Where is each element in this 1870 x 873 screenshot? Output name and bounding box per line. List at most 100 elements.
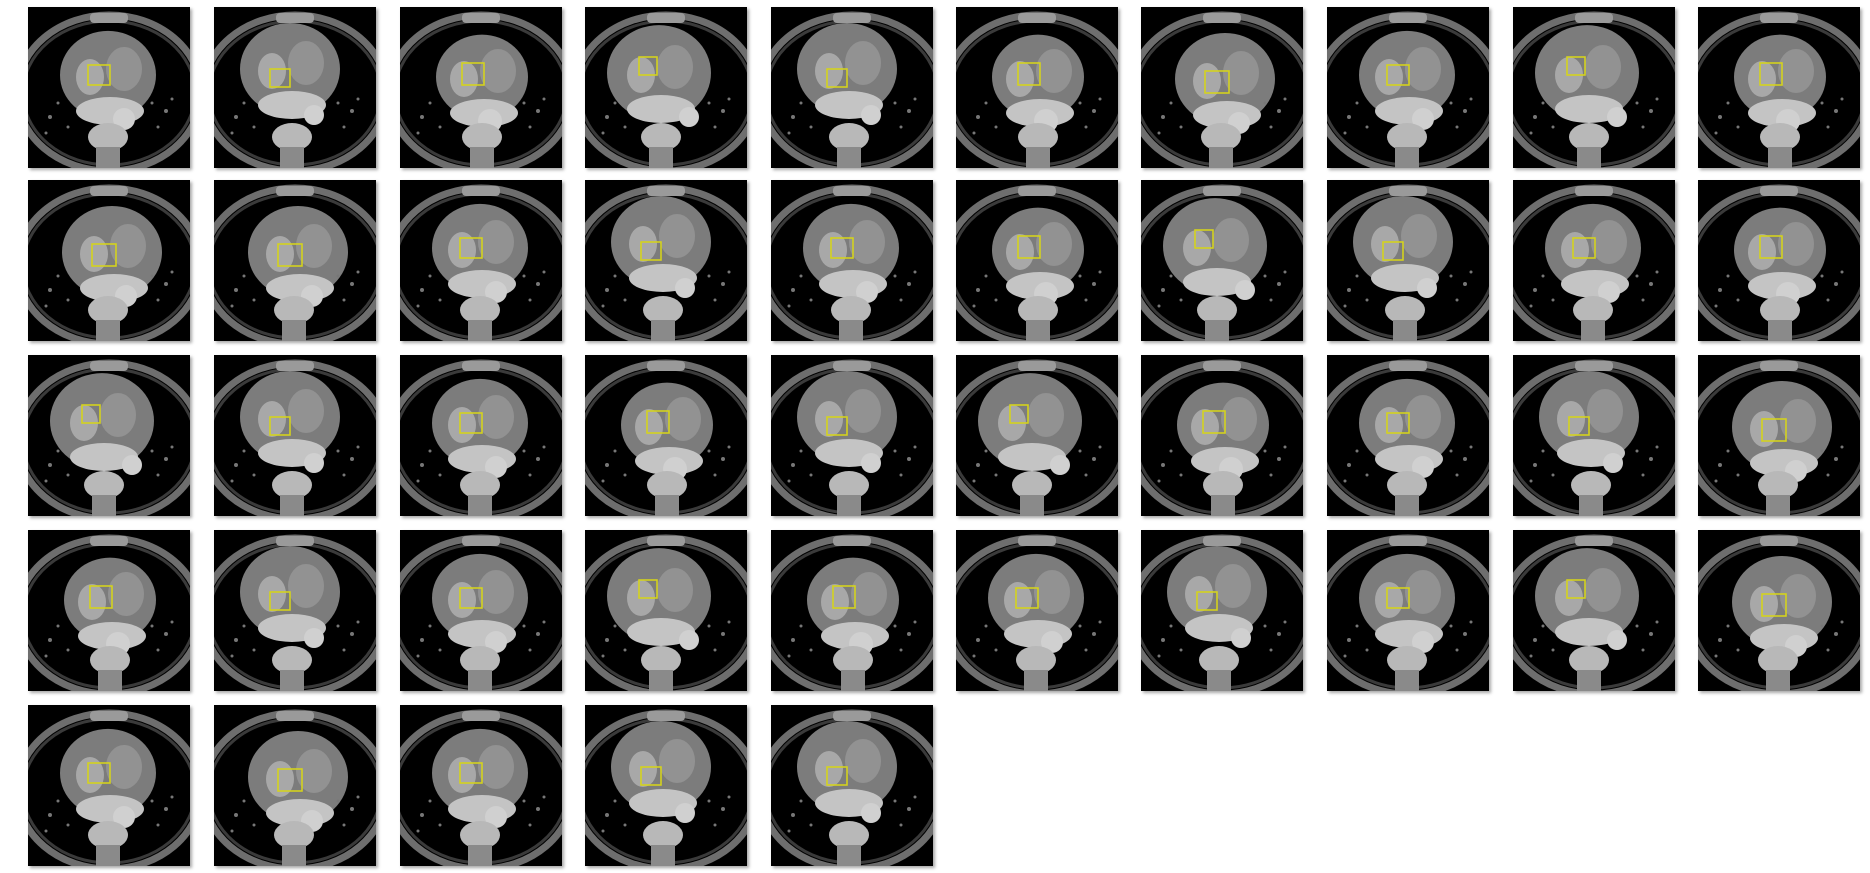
ct-slice-thumbnail: [1513, 180, 1675, 341]
ct-slice-image: [585, 184, 747, 341]
roi-box: [1196, 591, 1218, 611]
ct-slice-thumbnail: [28, 7, 190, 168]
ct-slice-thumbnail: [1141, 7, 1303, 168]
roi-box: [1759, 62, 1783, 86]
roi-box: [1566, 56, 1586, 76]
ct-slice-image: [1141, 359, 1303, 516]
roi-box: [1204, 70, 1230, 94]
ct-slice-image: [1327, 11, 1489, 168]
roi-box: [640, 766, 662, 786]
roi-box: [830, 237, 854, 259]
ct-slice-thumbnail: [1513, 355, 1675, 516]
roi-box: [87, 762, 111, 784]
ct-slice-thumbnail: [214, 355, 376, 516]
ct-slice-image: [956, 184, 1118, 341]
ct-slice-thumbnail: [400, 705, 562, 866]
ct-slice-image: [1513, 534, 1675, 691]
roi-box: [1386, 412, 1410, 434]
roi-box: [269, 416, 291, 436]
ct-slice-thumbnail: [1513, 7, 1675, 168]
ct-slice-image: [28, 534, 190, 691]
ct-slice-image: [585, 709, 747, 866]
ct-slice-image: [400, 11, 562, 168]
roi-box: [1017, 62, 1041, 86]
roi-box: [826, 416, 848, 436]
ct-slice-image: [1513, 184, 1675, 341]
ct-slice-image: [956, 11, 1118, 168]
ct-slice-thumbnail: [400, 355, 562, 516]
roi-box: [269, 591, 291, 611]
roi-box: [269, 68, 291, 88]
roi-box: [1386, 587, 1410, 609]
ct-slice-thumbnail: [1698, 355, 1860, 516]
ct-slice-image: [956, 534, 1118, 691]
roi-box: [87, 64, 111, 86]
roi-box: [1017, 235, 1041, 259]
ct-slice-image: [400, 709, 562, 866]
ct-slice-thumbnail: [585, 180, 747, 341]
ct-slice-thumbnail: [214, 705, 376, 866]
roi-box: [277, 768, 303, 792]
ct-slice-thumbnail: [28, 355, 190, 516]
ct-slice-image: [1327, 184, 1489, 341]
ct-slice-image: [771, 534, 933, 691]
ct-slice-thumbnail: [1141, 355, 1303, 516]
roi-box: [826, 68, 848, 88]
ct-slice-image: [214, 359, 376, 516]
roi-box: [1568, 416, 1590, 436]
roi-box: [1382, 241, 1404, 261]
ct-slice-thumbnail: [400, 7, 562, 168]
roi-box: [1009, 404, 1029, 424]
ct-slice-thumbnail: [1513, 530, 1675, 691]
ct-slice-image: [771, 184, 933, 341]
ct-slice-image: [400, 534, 562, 691]
ct-slice-image: [28, 11, 190, 168]
ct-slice-image: [400, 184, 562, 341]
roi-box: [1572, 237, 1596, 259]
ct-slice-thumbnail: [1327, 180, 1489, 341]
ct-slice-thumbnail: [400, 530, 562, 691]
ct-slice-thumbnail: [771, 180, 933, 341]
ct-slice-image: [585, 359, 747, 516]
ct-slice-image: [771, 11, 933, 168]
ct-slice-thumbnail: [400, 180, 562, 341]
roi-box: [638, 56, 658, 76]
roi-box: [459, 237, 483, 259]
ct-slice-image: [28, 709, 190, 866]
ct-slice-thumbnail: [28, 180, 190, 341]
ct-slice-thumbnail: [771, 7, 933, 168]
ct-slice-thumbnail: [585, 530, 747, 691]
ct-slice-image: [28, 184, 190, 341]
ct-slice-image: [1698, 184, 1860, 341]
ct-slice-image: [214, 709, 376, 866]
ct-slice-image: [28, 359, 190, 516]
roi-box: [646, 410, 670, 434]
roi-box: [1202, 410, 1226, 434]
roi-box: [89, 585, 113, 609]
ct-slice-thumbnail: [1698, 7, 1860, 168]
ct-slice-image: [214, 11, 376, 168]
ct-slice-thumbnail: [956, 180, 1118, 341]
roi-box: [638, 579, 658, 599]
roi-box: [826, 766, 848, 786]
ct-slice-thumbnail: [956, 530, 1118, 691]
roi-box: [832, 585, 856, 609]
ct-slice-thumbnail: [956, 7, 1118, 168]
ct-slice-image: [1698, 534, 1860, 691]
ct-slice-thumbnail: [1141, 530, 1303, 691]
roi-box: [1566, 579, 1586, 599]
ct-slice-thumbnail: [28, 530, 190, 691]
ct-slice-image: [585, 11, 747, 168]
ct-slice-image: [1141, 184, 1303, 341]
ct-slice-thumbnail: [585, 705, 747, 866]
roi-box: [1015, 587, 1039, 609]
ct-slice-thumbnail: [1698, 530, 1860, 691]
roi-box: [1759, 235, 1783, 259]
ct-slice-image: [956, 359, 1118, 516]
ct-slice-thumbnail: [585, 355, 747, 516]
ct-slice-image: [1141, 11, 1303, 168]
ct-slice-thumbnail: [1141, 180, 1303, 341]
roi-box: [459, 587, 483, 609]
roi-box: [459, 412, 483, 434]
